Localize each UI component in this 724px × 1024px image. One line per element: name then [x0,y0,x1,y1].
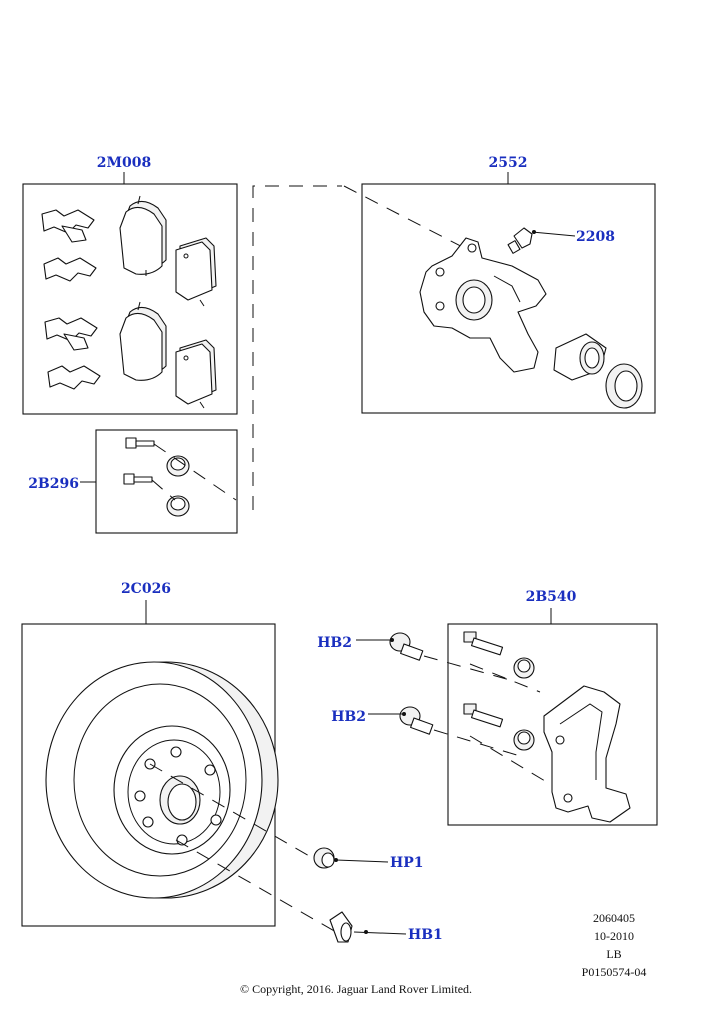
meta-drawing-id: P0150574-04 [582,965,647,979]
carrier-bolt-upper [389,632,424,661]
callout-bolt-upper[interactable]: HB2 [317,635,352,651]
callout-caliper[interactable]: 2552 [489,155,528,171]
bleed-screw [507,227,533,254]
callout-carrier[interactable]: 2B540 [526,589,577,605]
caliper-group: 2552 2208 [343,155,656,414]
guide-nut [166,495,190,517]
brake-pad [119,301,167,381]
callout-screw[interactable]: HB1 [408,927,443,943]
brake-pad [175,237,217,307]
connector-line [252,185,342,510]
pad-kit-box [22,183,238,415]
piston-seal [605,363,643,409]
meta-date-code: 2060405 [593,911,635,925]
anti-rattle-clip [41,209,95,243]
guide-bolt [123,473,153,485]
brake-disc [45,661,279,899]
copyright-notice: © Copyright, 2016. Jaguar Land Rover Lim… [240,982,472,996]
plug-part [313,847,335,869]
guide-bolt [125,437,155,449]
callout-pad-kit[interactable]: 2M008 [97,155,151,171]
caliper-carrier-bracket [543,685,631,823]
anti-rattle-clip [47,365,101,390]
bolt-kit-group: 2B296 [28,429,238,534]
guide-pin-bush [513,729,535,751]
meta-model: LB [606,947,621,961]
brake-pad [175,339,217,409]
countersunk-screw [329,911,353,943]
anti-rattle-clip [43,257,97,282]
callout-bolt-lower[interactable]: HB2 [331,709,366,725]
pad-kit-group: 2M008 [22,155,238,415]
guide-pin [463,631,504,656]
piston [553,333,607,381]
callout-bolt-kit[interactable]: 2B296 [28,476,79,492]
caliper-body [419,237,547,373]
carrier-group: 2B540 [447,589,658,826]
callout-disc[interactable]: 2C026 [121,581,171,597]
bolt-kit-box [95,429,238,534]
disc-group: 2C026 [21,581,337,933]
drawing-meta: 2060405 10-2010 LB P0150574-04 © Copyrig… [240,911,646,996]
guide-pin-bush [513,657,535,679]
meta-date: 10-2010 [594,929,634,943]
callout-bleed-screw[interactable]: 2208 [576,229,615,245]
guide-pin [463,703,504,728]
carrier-box [447,623,658,826]
callout-plug[interactable]: HP1 [390,855,424,871]
carrier-bolt-lower [399,706,434,735]
brake-pad [119,195,167,276]
anti-rattle-clip [44,317,98,351]
guide-nut [166,455,190,477]
